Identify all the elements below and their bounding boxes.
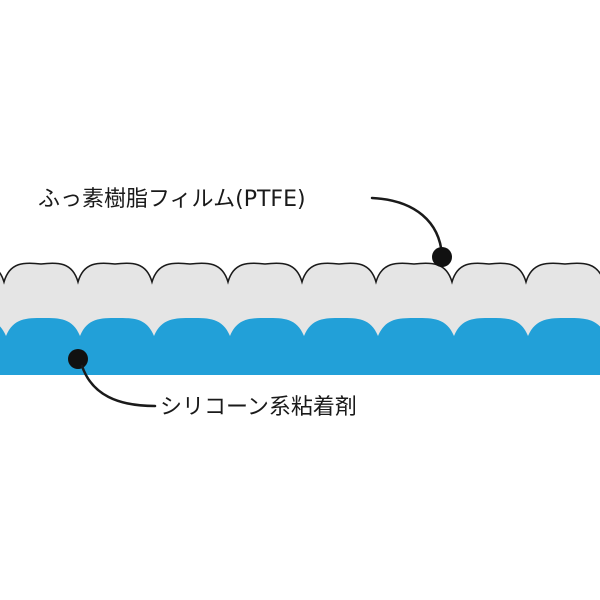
- adhesive-callout-dot: [68, 349, 88, 369]
- silicone-adhesive-layer: [0, 318, 600, 375]
- ptfe-callout-leader: [370, 196, 444, 258]
- ptfe-film-label: ふっ素樹脂フィルム(PTFE): [38, 187, 306, 212]
- silicone-adhesive-label: シリコーン系粘着剤: [160, 395, 357, 420]
- adhesive-callout-leader: [80, 364, 157, 408]
- ptfe-callout-dot: [432, 247, 452, 267]
- ptfe-film-outline: [0, 262, 600, 285]
